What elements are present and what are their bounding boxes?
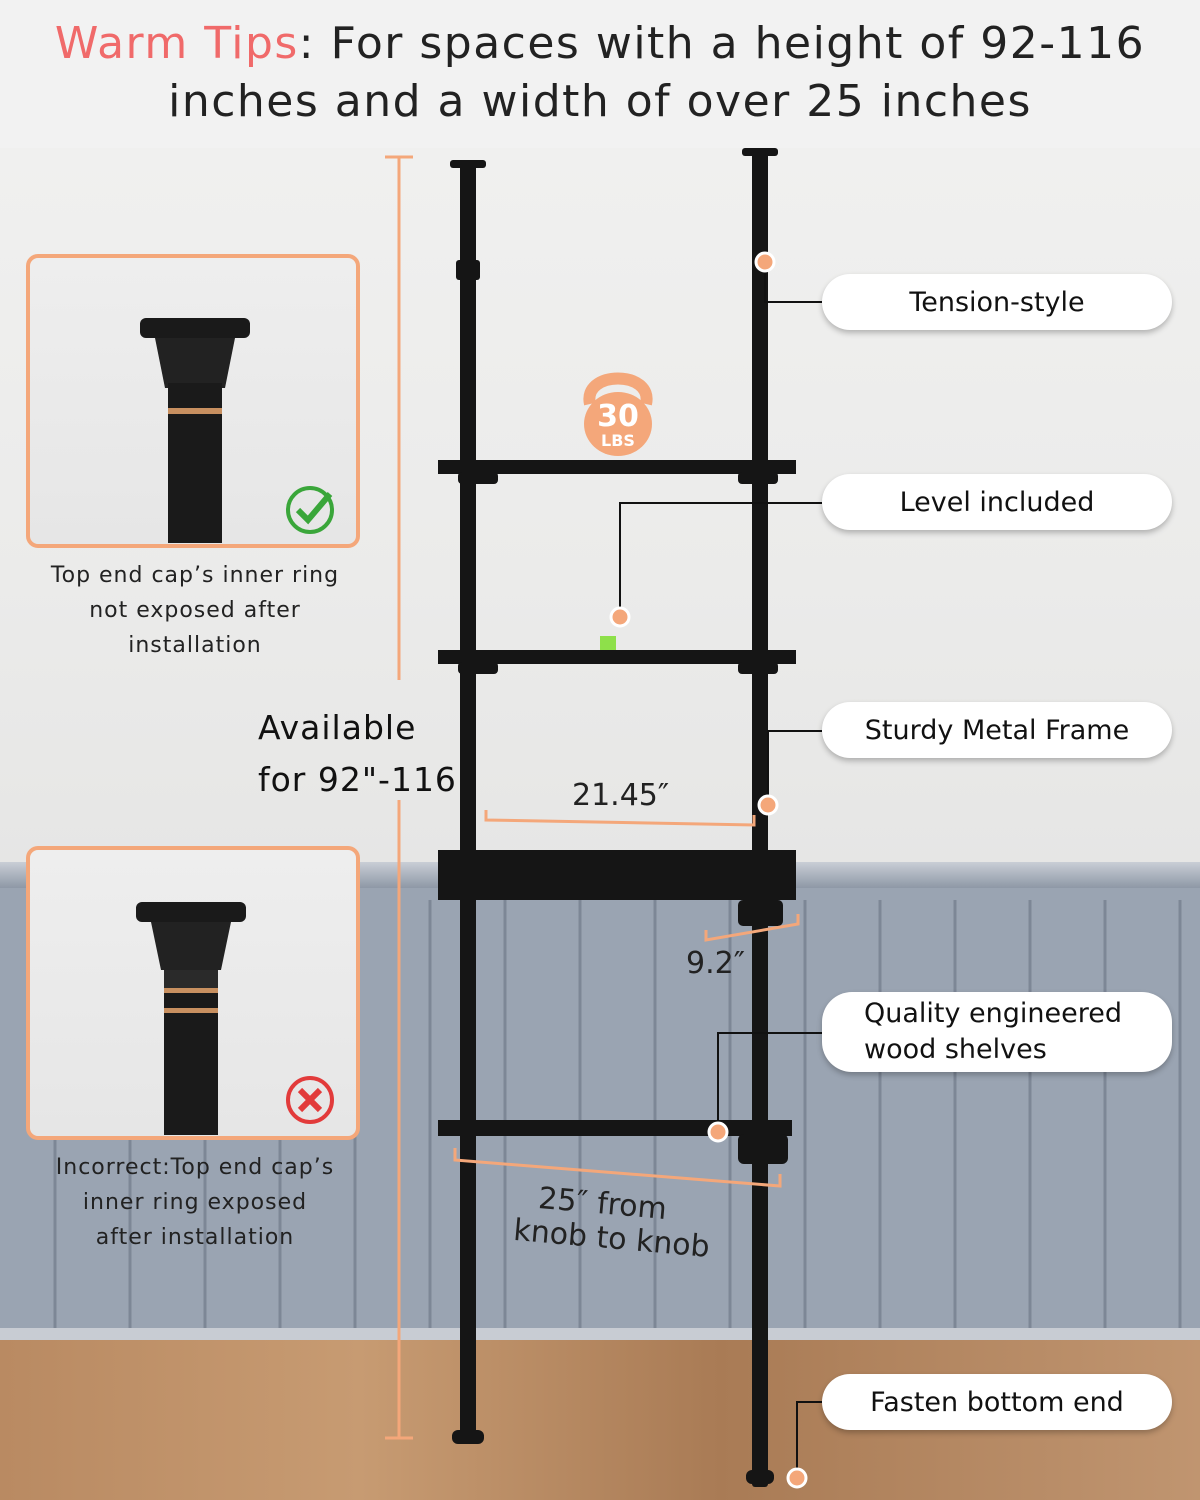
correct-install-inset — [26, 254, 360, 548]
shelf-middle — [438, 650, 796, 664]
weight-unit: LBS — [601, 431, 635, 450]
shelf-top — [438, 460, 796, 474]
bubble-level — [600, 636, 616, 650]
available-line-2: for 92"-116" — [258, 760, 474, 799]
cross-icon — [286, 1076, 334, 1124]
right-bottom-foot — [746, 1470, 774, 1484]
callout-tension-style: Tension-style — [822, 274, 1172, 330]
dot-frame — [757, 794, 779, 816]
weight-badge: 30 LBS — [580, 402, 656, 450]
incorrect-line-3: after installation — [95, 1225, 295, 1250]
correct-line-1: Top end cap’s inner ring — [50, 563, 340, 588]
callout-level-included: Level included — [822, 474, 1172, 530]
incorrect-line-2: inner ring exposed — [82, 1190, 308, 1215]
dot-tension — [754, 251, 776, 273]
correct-line-3: installation — [128, 633, 262, 658]
incorrect-caption: Incorrect:Top end cap’s inner ring expos… — [20, 1150, 370, 1255]
callout-wood-shelves: Quality engineered wood shelves — [822, 992, 1172, 1072]
header-banner: Warm Tips: For spaces with a height of 9… — [0, 0, 1200, 148]
dot-level — [609, 606, 631, 628]
header-line-2: inches and a width of over 25 inches — [168, 76, 1032, 127]
correct-caption: Top end cap’s inner ring not exposed aft… — [20, 558, 370, 663]
callout-metal-frame: Sturdy Metal Frame — [822, 702, 1172, 758]
right-top-cap — [742, 148, 778, 156]
dot-wood — [707, 1121, 729, 1143]
header-line-1: Warm Tips: For spaces with a height of 9… — [0, 18, 1200, 69]
warm-tips-label: Warm Tips — [54, 18, 299, 69]
end-cap-incorrect-illustration — [136, 902, 246, 1135]
left-top-cap — [450, 160, 486, 168]
end-cap-correct-illustration — [140, 318, 250, 543]
width-top-label: 21.45″ — [572, 778, 670, 813]
depth-label: 9.2″ — [686, 946, 745, 981]
height-dimension-line — [385, 155, 413, 1440]
wood-line-2: wood shelves — [864, 1034, 1047, 1065]
weight-value: 30 — [597, 399, 639, 434]
depth-line — [704, 914, 800, 942]
width-top-line — [484, 810, 756, 827]
available-height-label: Available for 92"-116" — [258, 702, 473, 806]
shelf-unit — [438, 148, 796, 1487]
width-bottom-line — [453, 1148, 782, 1188]
shelf-bottom — [438, 1120, 792, 1136]
left-bottom-foot — [452, 1430, 484, 1444]
shelf-basket — [438, 850, 796, 900]
check-icon — [286, 486, 334, 534]
callout-fasten-bottom: Fasten bottom end — [822, 1374, 1172, 1430]
kettlebell-icon — [583, 372, 653, 456]
header-line-1-text: : For spaces with a height of 92-116 — [298, 18, 1146, 69]
incorrect-line-1: Incorrect:Top end cap’s — [55, 1155, 335, 1180]
available-line-1: Available — [258, 708, 417, 747]
incorrect-install-inset — [26, 846, 360, 1140]
dot-fasten — [786, 1467, 808, 1489]
correct-line-2: not exposed after — [89, 598, 301, 623]
wood-line-1: Quality engineered — [864, 998, 1123, 1029]
